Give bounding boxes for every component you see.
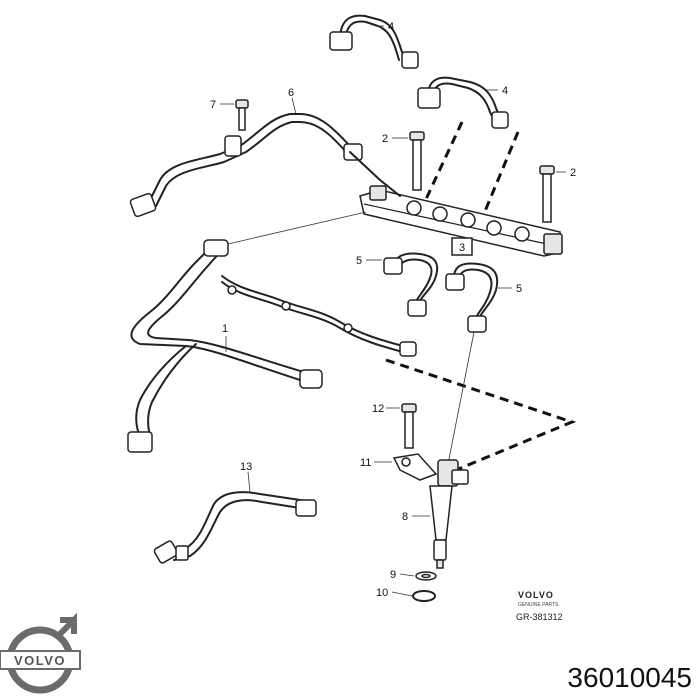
washer-9 — [415, 571, 437, 581]
volvo-logo: VOLVO — [0, 612, 81, 694]
callout-3: 3 — [459, 242, 465, 254]
bolt-2-right — [539, 165, 555, 223]
callout-12: 12 — [372, 403, 384, 415]
callout-5-left: 5 — [356, 255, 362, 267]
bolt-2-left — [409, 131, 425, 191]
callout-10: 10 — [376, 587, 388, 599]
callout-6: 6 — [288, 87, 294, 99]
callout-4-bottom: 4 — [502, 85, 508, 97]
hose-13 — [153, 491, 317, 564]
fuel-pipe-4-lower — [417, 76, 509, 129]
callout-1: 1 — [222, 323, 228, 335]
brand-label-text: VOLVO — [518, 590, 554, 600]
callout-2-left: 2 — [382, 133, 388, 145]
callout-11: 11 — [360, 457, 371, 469]
bolt-12 — [401, 403, 417, 449]
fuel-pipe-4-upper — [329, 14, 419, 69]
callout-9: 9 — [390, 569, 396, 581]
injector-8 — [429, 459, 469, 569]
callout-2-right: 2 — [570, 167, 576, 179]
fuel-rail — [359, 185, 563, 257]
return-hose-1 — [127, 239, 417, 453]
callout-8: 8 — [402, 511, 408, 523]
volvo-logo-text: VOLVO — [14, 653, 66, 668]
o-ring-10 — [412, 590, 436, 602]
callout-5-right: 5 — [516, 283, 522, 295]
callout-7: 7 — [210, 99, 216, 111]
bolt-7 — [235, 99, 249, 131]
injector-pipe-5-right — [445, 262, 499, 333]
part-number: 36010045 — [567, 662, 692, 693]
callout-4-top: 4 — [388, 21, 394, 33]
injector-pipe-5-left — [383, 252, 439, 317]
callout-3-box — [451, 237, 473, 256]
brand-label-subtitle: GENUINE PARTS — [518, 602, 559, 608]
reference-code: GR-381312 — [516, 612, 563, 622]
clamp-11 — [392, 453, 438, 481]
sensor-line-6 — [129, 113, 401, 218]
callout-13: 13 — [240, 461, 252, 473]
